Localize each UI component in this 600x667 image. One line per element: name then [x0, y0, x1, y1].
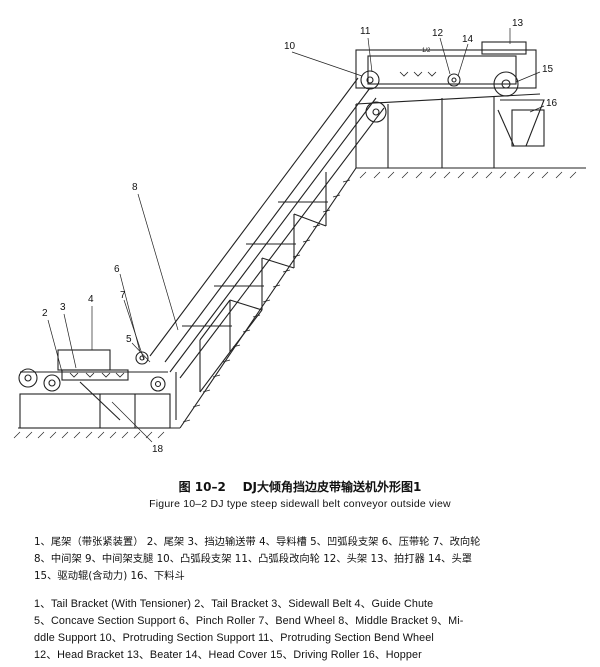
head-section	[355, 41, 545, 168]
figure-caption-cn: 图 10–2 DJ大倾角挡边皮带输送机外形图1	[0, 478, 600, 495]
callout-14: 14	[462, 34, 474, 45]
legend-en-line: 12、Head Bracket 13、Beater 14、Head Cover …	[34, 649, 422, 661]
leader-lines	[47, 28, 545, 443]
callout-15: 15	[542, 64, 554, 75]
callout-13: 13	[512, 18, 524, 29]
callout-11: 11	[360, 26, 371, 37]
callout-10: 10	[284, 41, 296, 52]
callout-18: 18	[152, 444, 164, 455]
ground-upper	[356, 167, 586, 179]
callout-16: 16	[546, 98, 558, 109]
callout-6: 6	[114, 264, 120, 275]
legend-english: 1、Tail Bracket (With Tensioner) 2、Tail B…	[34, 596, 594, 664]
callout-4: 4	[88, 294, 94, 305]
callout-top-label: 1/2	[422, 48, 431, 54]
callout-7: 7	[120, 290, 126, 301]
figure-caption-en: Figure 10–2 DJ type steep sidewall belt …	[149, 498, 451, 510]
legend-en-line: 5、Concave Section Support 6、Pinch Roller…	[34, 615, 464, 627]
legend-en-line: 1、Tail Bracket (With Tensioner) 2、Tail B…	[34, 598, 434, 610]
ground-slope	[179, 167, 357, 429]
legend-cn-line: 15、驱动辊(含动力) 16、下料斗	[34, 570, 185, 582]
legend-cn-line: 1、尾架（带张紧装置） 2、尾架 3、挡边输送带 4、导料槽 5、凹弧段支架 6…	[34, 536, 481, 548]
caption-cn-text: DJ大倾角挡边皮带输送机外形图1	[242, 480, 422, 494]
legend-chinese: 1、尾架（带张紧装置） 2、尾架 3、挡边输送带 4、导料槽 5、凹弧段支架 6…	[34, 534, 594, 585]
ground-lower	[13, 427, 180, 439]
callout-8: 8	[132, 182, 138, 193]
callout-3: 3	[60, 302, 66, 313]
caption-cn-number: 图 10–2	[178, 480, 226, 494]
legend-cn-line: 8、中间架 9、中间架支腿 10、凸弧段支架 11、凸弧段改向轮 12、头架 1…	[34, 553, 473, 565]
callout-12: 12	[432, 28, 444, 39]
conveyor-drawing: 2 3 4 5 6 7 8 10 11 12 13 14 15 16 18 1/…	[13, 18, 586, 455]
callout-2: 2	[42, 308, 48, 319]
middle-frame	[149, 77, 385, 420]
tail-section	[18, 349, 171, 429]
callout-5: 5	[126, 334, 132, 345]
legend-en-line: ddle Support 10、Protruding Section Suppo…	[34, 632, 434, 644]
